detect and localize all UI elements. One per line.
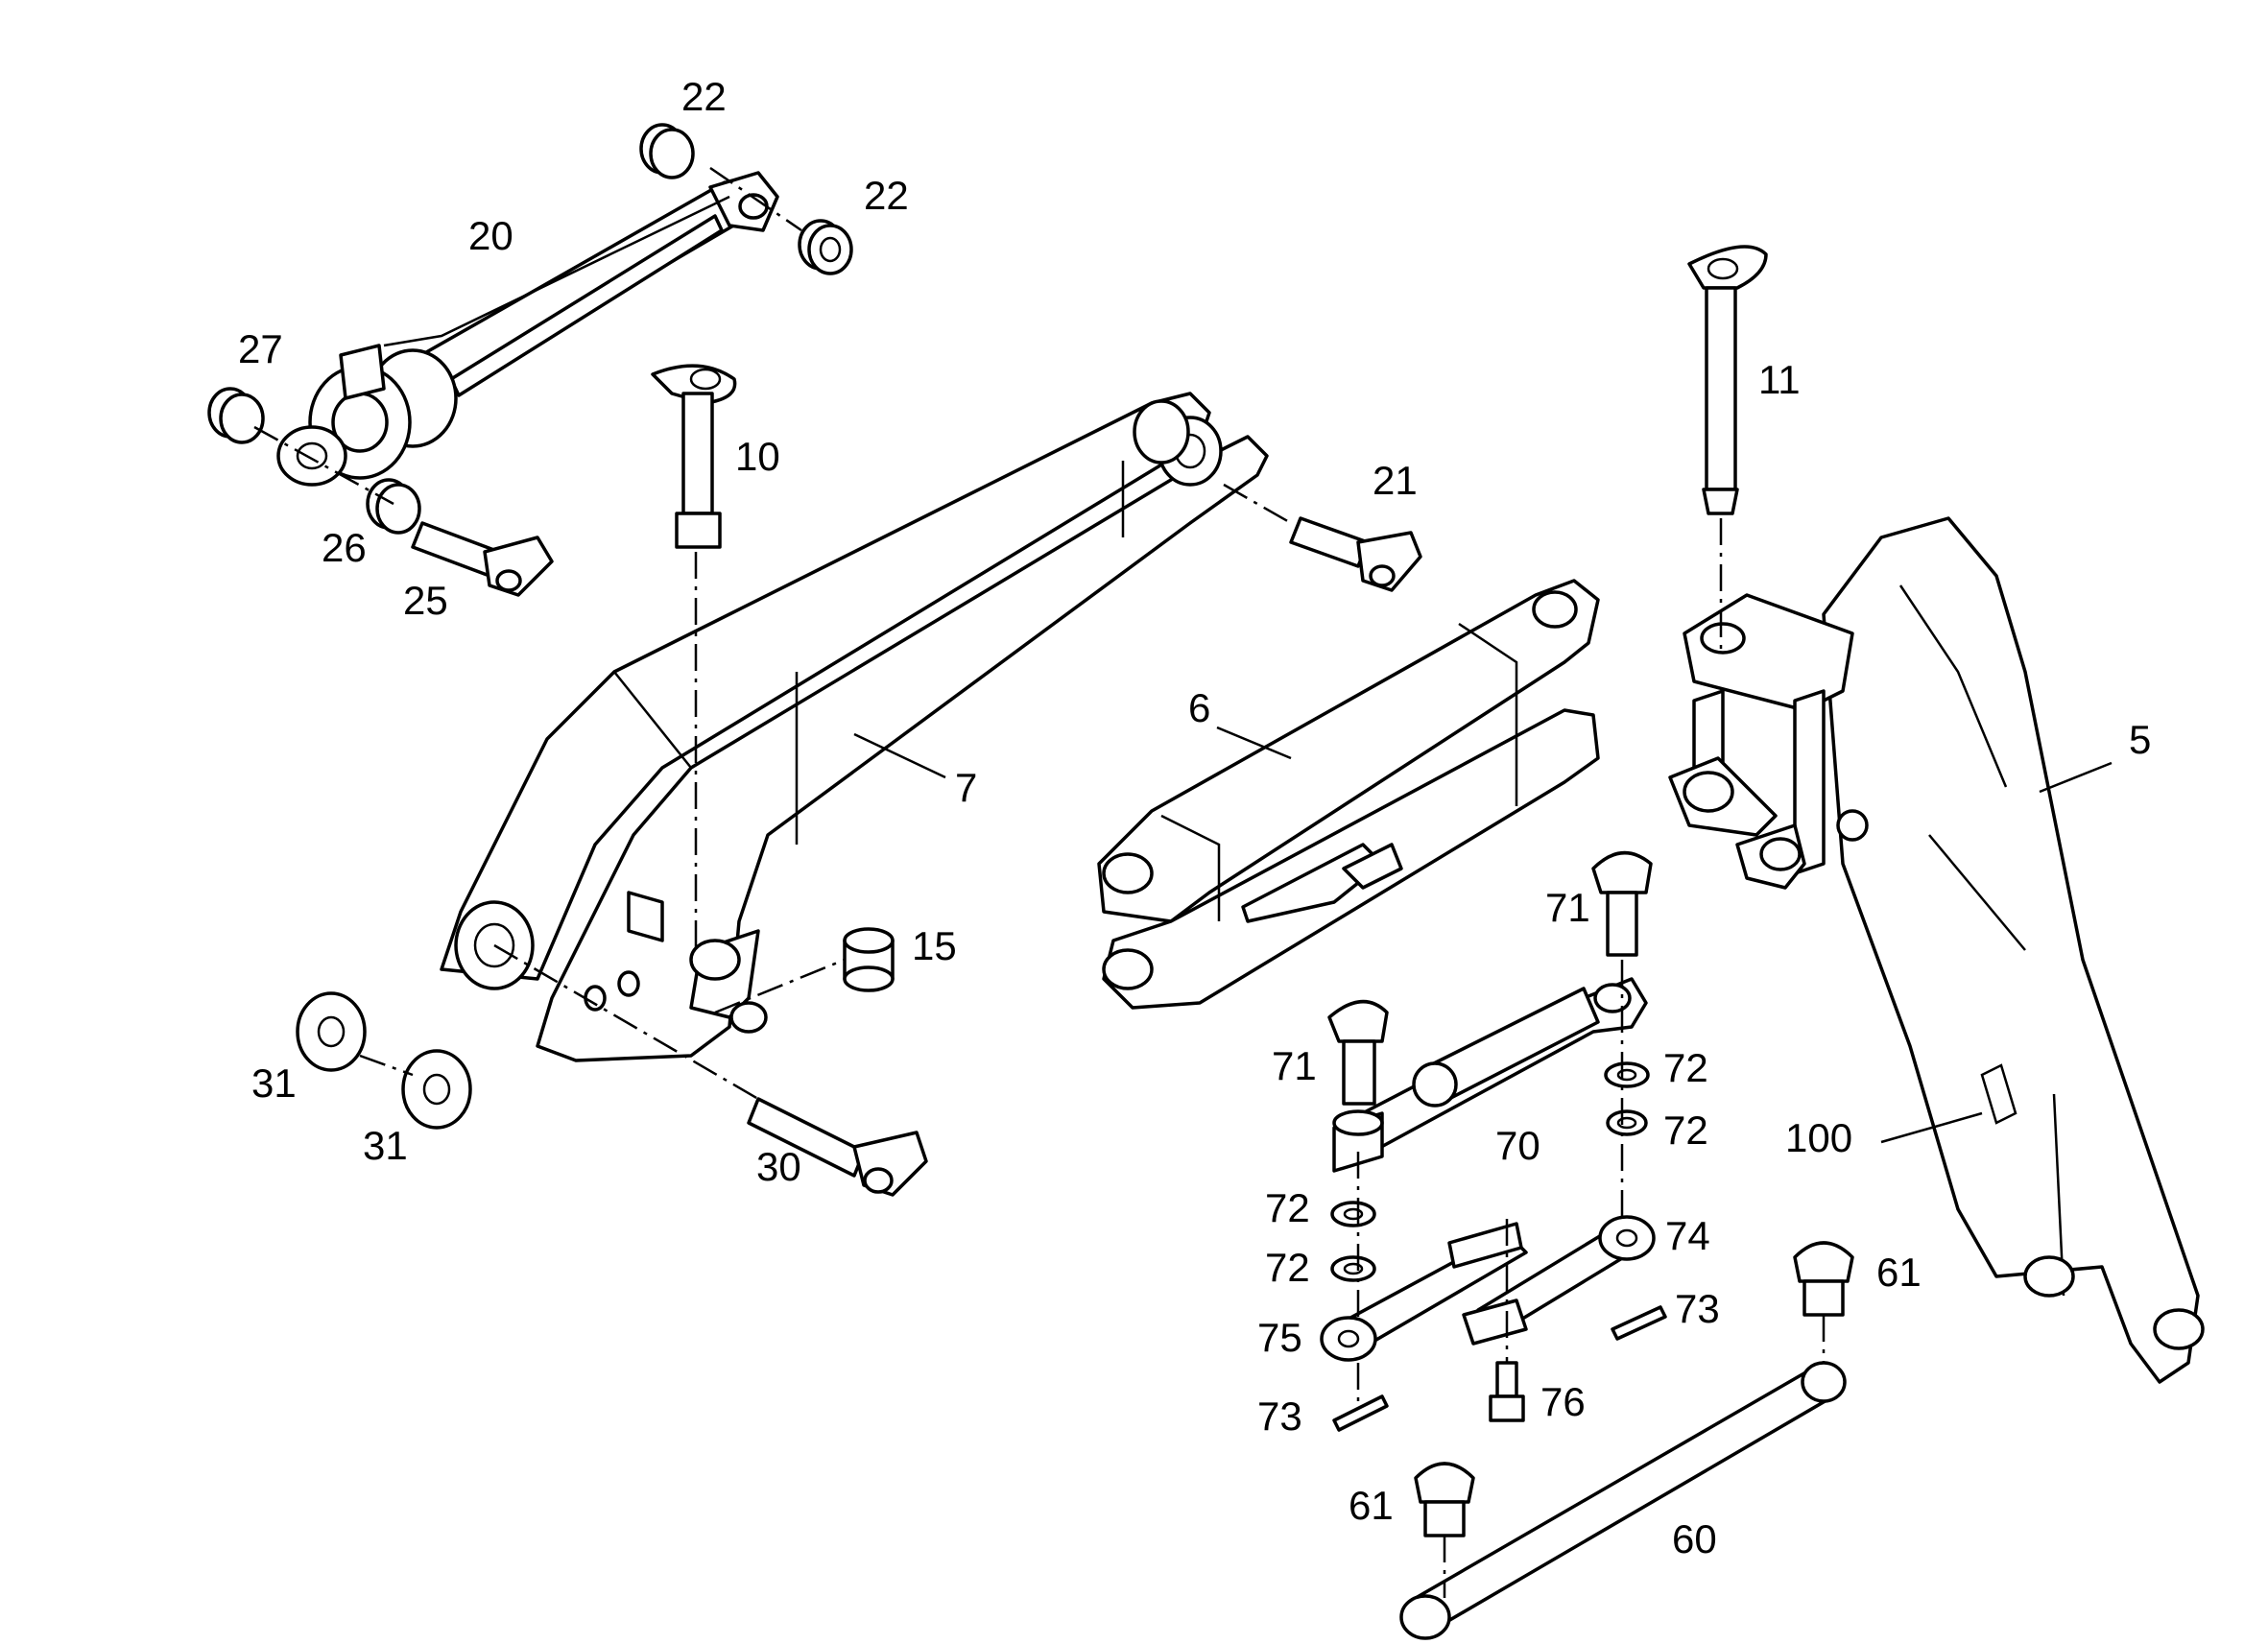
washer-31-left: [296, 991, 367, 1072]
link-75: [1320, 1222, 1528, 1362]
assembly-axes: [253, 166, 1826, 1598]
callout-27: 27: [238, 326, 283, 371]
callout-74: 74: [1665, 1213, 1710, 1258]
callout-73-left: 73: [1257, 1394, 1302, 1439]
pin-11: [1687, 245, 1768, 515]
bushing-27: [207, 387, 265, 444]
callout-31-top: 31: [251, 1060, 297, 1106]
callout-11: 11: [1758, 357, 1801, 402]
callout-6: 6: [1188, 685, 1210, 730]
washer-72-d: [1330, 1255, 1376, 1282]
callout-21: 21: [1373, 458, 1418, 503]
pin-30: [747, 1097, 928, 1197]
callout-71-right: 71: [1545, 885, 1590, 930]
pin-61-left: [1414, 1462, 1475, 1537]
small-cylinder-70: [1332, 977, 1648, 1173]
washer-72-b: [1606, 1109, 1648, 1136]
callout-61-right: 61: [1876, 1250, 1922, 1295]
callout-72-c: 72: [1265, 1185, 1310, 1230]
callout-61-left: 61: [1349, 1483, 1394, 1528]
arm-6: [1097, 579, 1600, 1010]
pin-25: [411, 521, 554, 597]
callout-22-top: 22: [681, 74, 727, 119]
washer-31-right: [401, 1049, 472, 1130]
callout-70: 70: [1495, 1123, 1540, 1168]
hydraulic-cylinder-20: [276, 171, 779, 487]
bushing-15: [843, 927, 895, 992]
callout-10: 10: [735, 434, 780, 479]
callout-76: 76: [1540, 1379, 1586, 1424]
callout-72-a: 72: [1663, 1045, 1708, 1090]
callout-31-bottom: 31: [363, 1123, 408, 1168]
callout-72-b: 72: [1663, 1108, 1708, 1153]
pin-71-left: [1327, 999, 1389, 1106]
pin-61-right: [1793, 1241, 1854, 1317]
callout-71-left: 71: [1272, 1043, 1317, 1088]
callout-60: 60: [1672, 1516, 1717, 1561]
callout-72-d: 72: [1265, 1245, 1310, 1290]
link-74: [1462, 1215, 1656, 1346]
link-60: [1399, 1361, 1847, 1640]
bolt-76: [1489, 1361, 1525, 1422]
callout-20: 20: [468, 213, 513, 258]
callout-26: 26: [322, 525, 367, 570]
pin-10: [651, 364, 737, 549]
callout-22-right: 22: [864, 173, 909, 218]
callouts: 5 6 7 10 11 15 20 21 22 22 25 26 27 30 3…: [238, 74, 2151, 1561]
callout-25: 25: [403, 578, 448, 623]
callout-73-right: 73: [1675, 1286, 1720, 1331]
callout-100: 100: [1785, 1115, 1852, 1160]
callout-7: 7: [955, 765, 977, 810]
washer-72-c: [1330, 1201, 1376, 1227]
pin-71-right: [1591, 850, 1653, 957]
washer-72-a: [1604, 1061, 1650, 1088]
callout-75: 75: [1257, 1315, 1302, 1360]
callout-15: 15: [912, 923, 957, 968]
bushing-22-top: [639, 123, 695, 179]
bushing-26: [366, 478, 421, 535]
callout-30: 30: [756, 1144, 801, 1189]
pin-21: [1289, 516, 1422, 592]
cotter-pin-73-left: [1332, 1394, 1389, 1432]
stick-5: [1668, 516, 2205, 1384]
cotter-pin-73-right: [1611, 1305, 1667, 1341]
leader-lines: [853, 726, 2113, 1144]
bushing-22-right: [798, 219, 853, 275]
callout-5: 5: [2129, 717, 2151, 762]
